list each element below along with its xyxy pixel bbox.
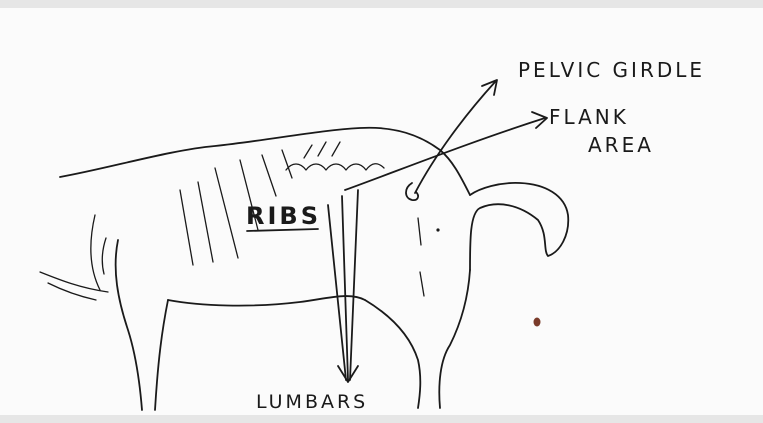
lumbar-ticks [304, 142, 340, 158]
chest-line [91, 215, 100, 290]
pelvic-girdle-arrow [415, 82, 495, 193]
ink-spot [534, 318, 541, 327]
lumbar-arrow-3 [350, 190, 358, 380]
flank-line-1 [418, 218, 421, 245]
lumbar-scallops [286, 164, 384, 170]
flank-label-line2: AREA [588, 133, 654, 157]
belly-line [168, 296, 365, 306]
hind-leg-inner [365, 300, 420, 408]
front-leg-front [116, 240, 142, 410]
flank-dot [436, 228, 439, 231]
chest-fold [102, 238, 106, 274]
hind-leg [439, 270, 470, 408]
flank-label-line1: FLANK [549, 105, 629, 129]
ribs-label: RIBS [246, 202, 321, 230]
front-leg-back [155, 300, 168, 410]
flank-line-2 [420, 272, 424, 296]
lumbars-label: LUMBARS [256, 391, 368, 413]
pelvic-girdle-label: PELVIC GIRDLE [518, 58, 705, 82]
tail [470, 183, 568, 270]
